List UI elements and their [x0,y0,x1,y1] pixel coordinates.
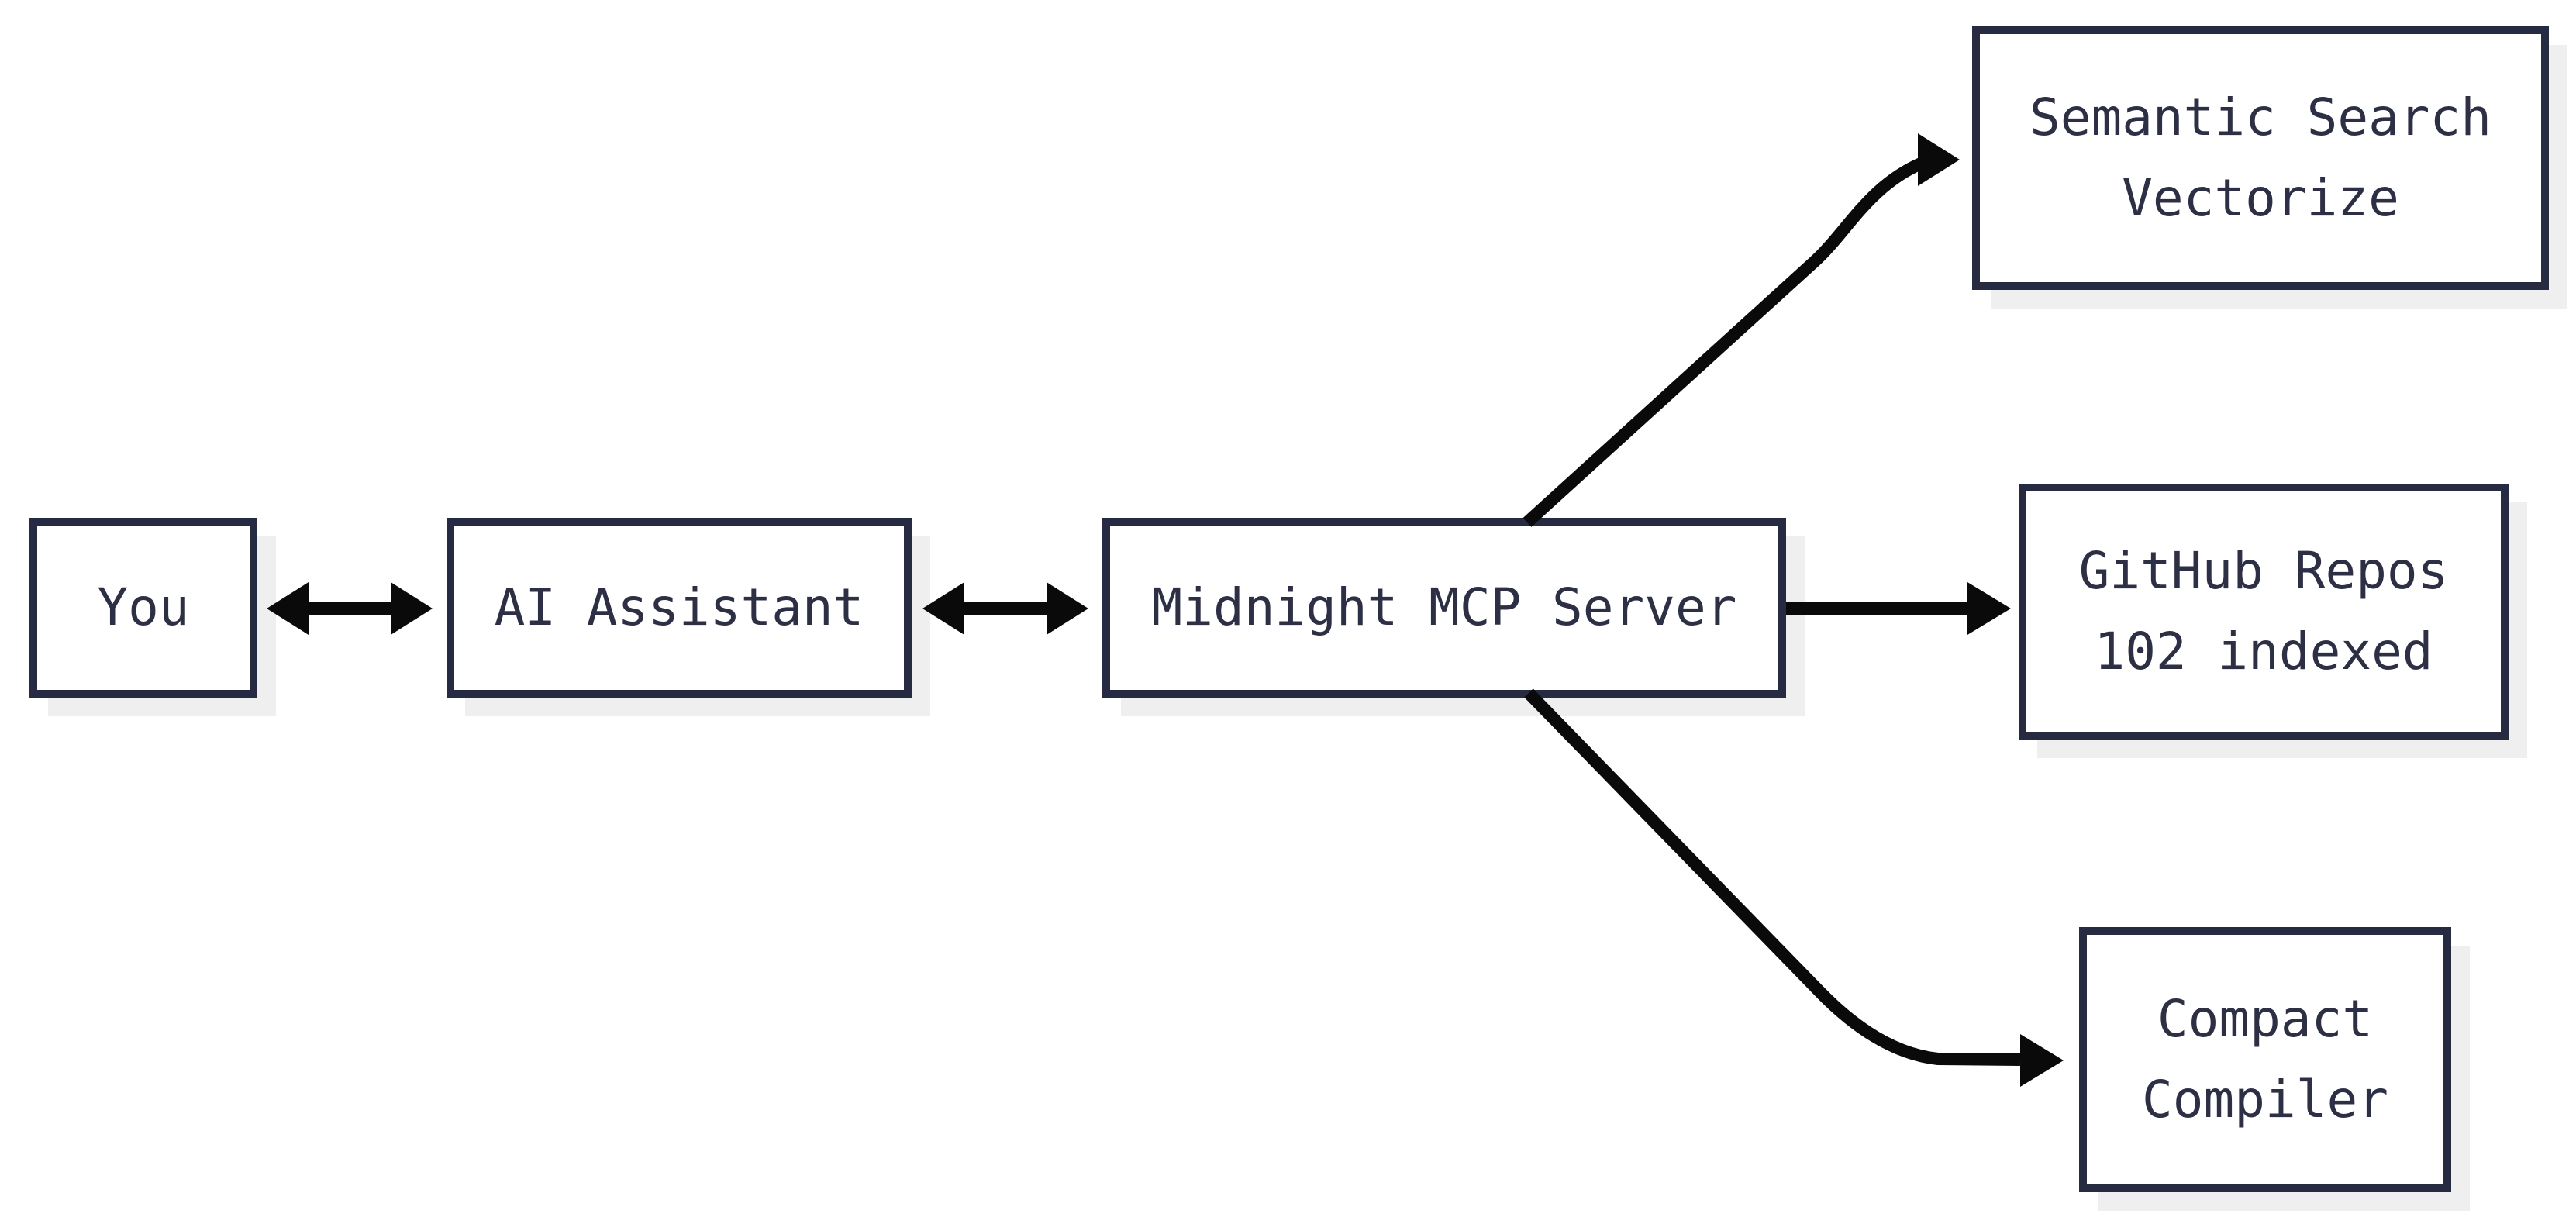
edge-mcp-github-arrow [1786,582,2011,635]
node-label-line: Compiler [2142,1070,2388,1129]
node-label: AI Assistant [494,577,864,637]
node-label-line: Semantic Search [2029,88,2492,147]
arrowhead-right-icon [2020,1034,2064,1087]
node-label-line: 102 indexed [2094,622,2433,681]
node-label-line: GitHub Repos [2078,541,2449,601]
node-label-line: Vectorize [2122,168,2399,228]
node-label: You [97,577,190,637]
edge-curve [1524,688,2021,1066]
arrowhead-left-icon [267,582,309,635]
node-mcp-server: Midnight MCP Server [1102,518,1786,698]
edge-curve [1522,157,1926,527]
node-you: You [29,518,257,698]
edge-you-ai-arrow [267,582,433,635]
edge-mcp-compact-arrow [1524,688,2064,1087]
arrowhead-right-icon [1047,582,1088,635]
arrowhead-right-icon [1967,582,2011,635]
node-label-line: Compact [2157,989,2374,1049]
arrowhead-right-icon [391,582,433,635]
edge-mcp-semantic-arrow [1522,133,1960,527]
arrowhead-right-icon [1918,133,1960,186]
node-semantic-search: Semantic Search Vectorize [1972,26,2549,290]
arrowhead-left-icon [922,582,964,635]
edge-ai-mcp-arrow [922,582,1088,635]
node-github-repos: GitHub Repos 102 indexed [2019,484,2509,740]
node-ai-assistant: AI Assistant [447,518,912,698]
node-compact-compiler: Compact Compiler [2079,927,2451,1192]
node-label: Midnight MCP Server [1151,577,1737,637]
